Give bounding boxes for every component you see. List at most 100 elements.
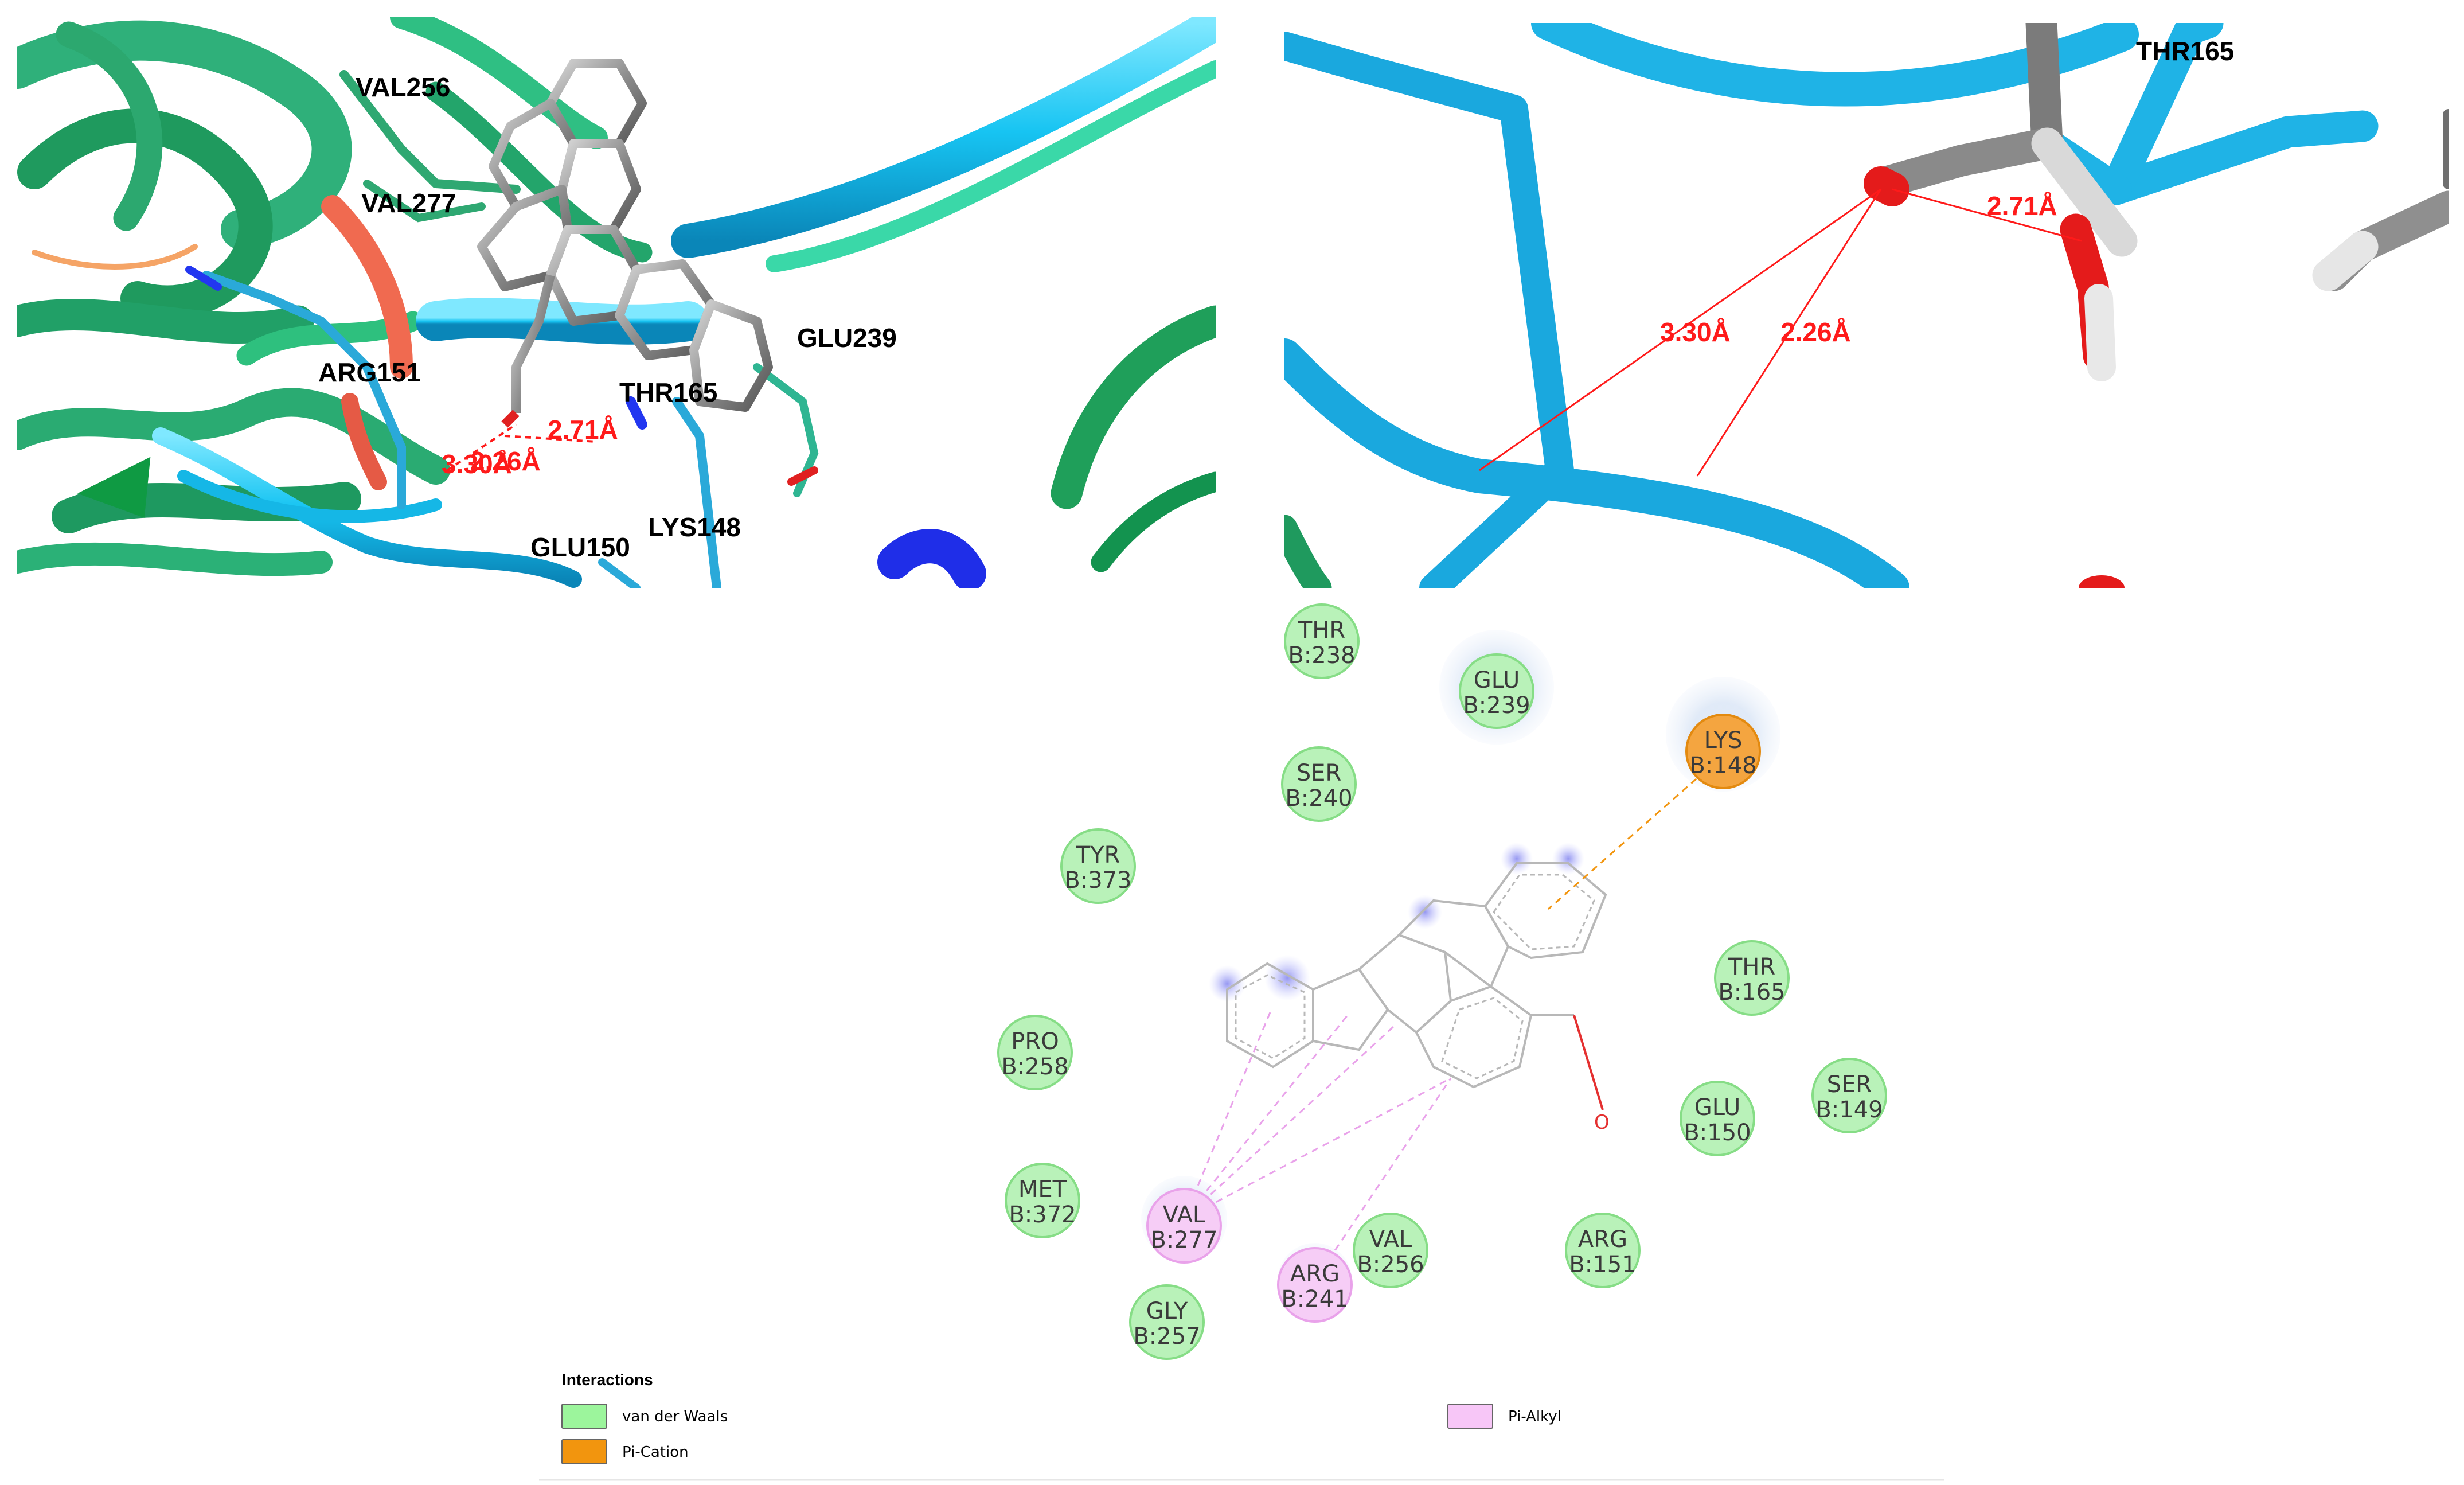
residue-name-val277: VAL bbox=[1163, 1202, 1206, 1228]
residue-circle-thr165 bbox=[1714, 940, 1790, 1016]
distance-label-b-2: 3.30Å bbox=[1660, 317, 1731, 347]
residue-chain-met372: B:372 bbox=[1009, 1202, 1076, 1228]
residue-label-val277: VAL277 bbox=[361, 188, 456, 218]
residue-circle-glu150 bbox=[1680, 1081, 1755, 1156]
residue-name-arg151: ARG bbox=[1578, 1226, 1627, 1253]
residue-label-thr165: THR165 bbox=[619, 377, 717, 407]
residue-label-lys148: LYS148 bbox=[648, 512, 741, 542]
distance-label-a-1: 3.30Å bbox=[442, 449, 512, 479]
residue-name-lys148: LYS bbox=[1704, 727, 1743, 754]
pi-alkyl-line-val277-d bbox=[1184, 1077, 1451, 1220]
residue-chain-gly257: B:257 bbox=[1133, 1323, 1200, 1350]
distance-label-a-3: 2.71Å bbox=[548, 415, 618, 445]
residue-circle-tyr373 bbox=[1060, 828, 1136, 904]
residue-chain-val256: B:256 bbox=[1357, 1252, 1424, 1278]
ligand-2d-structure bbox=[1209, 843, 1607, 1110]
residue-chain-thr238: B:238 bbox=[1288, 642, 1355, 669]
residue-name-val256: VAL bbox=[1369, 1226, 1412, 1253]
distance-label-b-1: 2.71Å bbox=[1987, 191, 2057, 221]
residue-name-glu239: GLU bbox=[1474, 667, 1520, 693]
ligand-ball-and-stick bbox=[477, 59, 773, 428]
residue-label-arg151: ARG151 bbox=[318, 357, 421, 387]
residue-chain-pro258: B:258 bbox=[1001, 1054, 1068, 1080]
residue-name-thr238: THR bbox=[1298, 617, 1345, 644]
ligand-oxygen-label: O bbox=[1594, 1111, 1610, 1134]
residue-chain-tyr373: B:373 bbox=[1064, 867, 1131, 894]
residue-chain-glu239: B:239 bbox=[1463, 692, 1530, 719]
legend-title: Interactions bbox=[562, 1371, 653, 1389]
distance-lines-a bbox=[446, 423, 597, 471]
residue-circle-arg151 bbox=[1565, 1213, 1641, 1288]
residue-circle-val277 bbox=[1146, 1188, 1222, 1264]
legend-label-vdw: van der Waals bbox=[622, 1408, 728, 1425]
pi-alkyl-line-val277-b bbox=[1183, 1015, 1349, 1219]
residue-name-pro258: PRO bbox=[1011, 1028, 1059, 1055]
residue-name-ser240: SER bbox=[1297, 760, 1341, 786]
residue-name-ser149: SER bbox=[1827, 1071, 1872, 1098]
residue-label-glu239: GLU239 bbox=[797, 323, 897, 353]
pi-cation-line-lys148 bbox=[1548, 762, 1715, 910]
residue-name-glu150: GLU bbox=[1694, 1094, 1741, 1121]
residue-discs: THRB:238GLUB:239LYSB:148SERB:240TYRB:373… bbox=[997, 603, 1887, 1360]
legend: Interactions van der Waals Pi-Cation Pi-… bbox=[539, 1371, 1944, 1481]
legend-label-pialkyl: Pi-Alkyl bbox=[1508, 1408, 1561, 1425]
residue-chain-glu150: B:150 bbox=[1684, 1120, 1751, 1146]
residue-name-arg241: ARG bbox=[1290, 1261, 1340, 1287]
residue-circle-pro258 bbox=[997, 1015, 1073, 1090]
docking-pose-panel: VAL256 VAL277 ARG151 GLU239 THR165 LYS14… bbox=[17, 17, 1216, 588]
residue-circle-thr238 bbox=[1284, 603, 1360, 679]
distance-label-b-3: 2.26Å bbox=[1780, 317, 1851, 347]
distance-label-a-2: 2.26Å bbox=[470, 446, 541, 476]
residue-circle-lys148 bbox=[1685, 714, 1761, 789]
protein-ribbons bbox=[17, 17, 1216, 588]
legend-label-pication: Pi-Cation bbox=[622, 1444, 689, 1461]
residue-circle-ser149 bbox=[1811, 1058, 1887, 1133]
closeup-panel: THR165 2.71Å 3.30Å 2.26Å bbox=[1284, 23, 2449, 588]
legend-swatch-pialkyl bbox=[1447, 1404, 1493, 1429]
residue-sticks bbox=[185, 70, 819, 588]
residue-chain-arg151: B:151 bbox=[1569, 1252, 1636, 1278]
residue-chain-arg241: B:241 bbox=[1281, 1286, 1348, 1312]
residue-chain-thr165: B:165 bbox=[1718, 979, 1785, 1005]
residue-name-met372: MET bbox=[1018, 1176, 1067, 1203]
residue-name-thr165: THR bbox=[1728, 954, 1775, 980]
residue-chain-ser240: B:240 bbox=[1285, 785, 1352, 812]
residue-circle-val256 bbox=[1353, 1213, 1428, 1288]
closeup-background bbox=[1284, 23, 2449, 588]
oxygen-sphere bbox=[2079, 575, 2125, 588]
residue-chain-val277: B:277 bbox=[1150, 1227, 1217, 1253]
residue-circle-gly257 bbox=[1129, 1284, 1205, 1360]
residue-chain-ser149: B:149 bbox=[1815, 1097, 1883, 1123]
residue-circle-arg241 bbox=[1277, 1247, 1353, 1323]
interaction-lines bbox=[1183, 762, 1715, 1281]
residue-circle-ser240 bbox=[1281, 746, 1357, 822]
closeup-sticks bbox=[1284, 23, 2449, 588]
legend-swatch-vdw bbox=[561, 1404, 607, 1429]
residue-name-gly257: GLY bbox=[1146, 1298, 1188, 1324]
legend-swatch-pication bbox=[561, 1439, 607, 1464]
interaction-map-panel: O THRB:238GLUB:239LYSB:148SERB:240TYRB:3… bbox=[997, 603, 1887, 1360]
residue-label-val256: VAL256 bbox=[356, 72, 450, 102]
pi-alkyl-line-val277-a bbox=[1183, 1012, 1271, 1219]
closeup-residue-label: THR165 bbox=[2136, 36, 2234, 66]
pi-alkyl-line-arg241 bbox=[1314, 1078, 1452, 1281]
residue-name-tyr373: TYR bbox=[1076, 842, 1120, 868]
residue-chain-lys148: B:148 bbox=[1689, 753, 1756, 779]
residue-label-glu150: GLU150 bbox=[530, 532, 630, 562]
